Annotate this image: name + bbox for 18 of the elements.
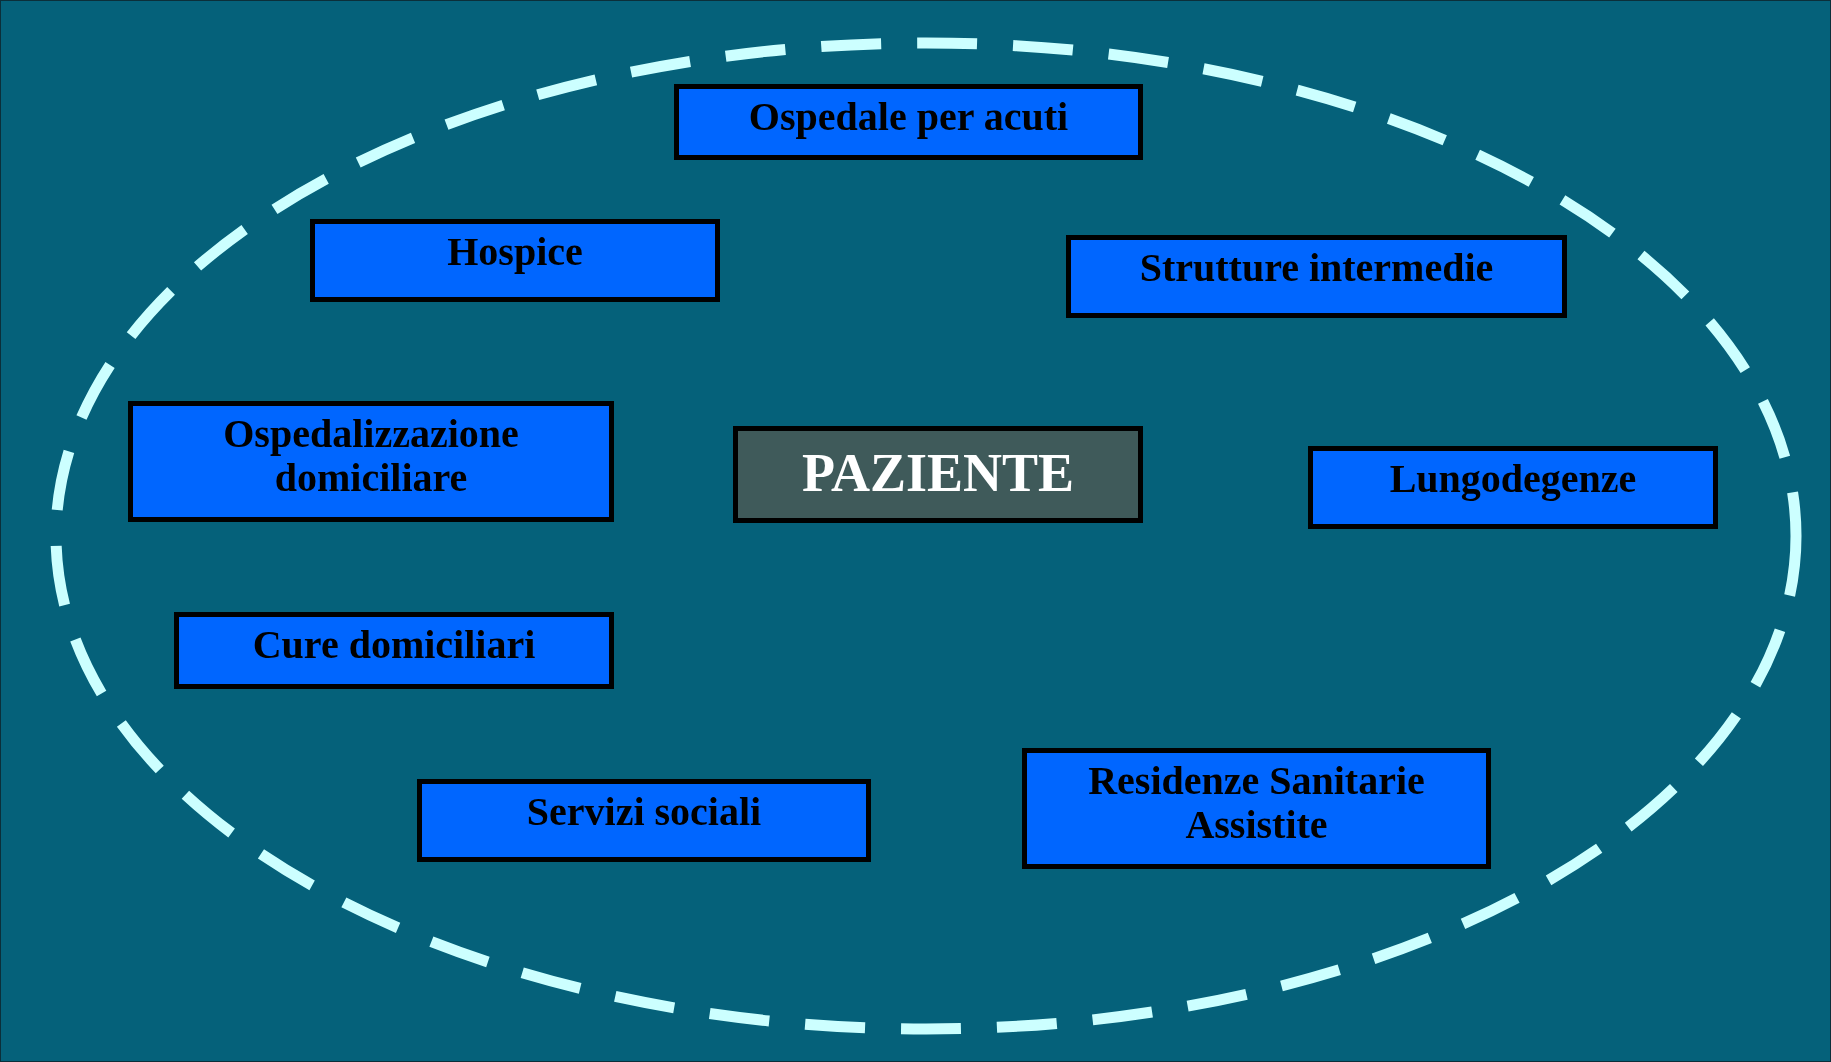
box-label: Ospedalizzazione domiciliare (222, 412, 520, 500)
box-label: Cure domiciliari (252, 623, 536, 667)
box-label: Hospice (447, 230, 583, 274)
service-box (674, 84, 1143, 160)
box-label: Ospedale per acuti (748, 95, 1069, 139)
service-box (174, 612, 614, 689)
box-label: Strutture intermedie (1139, 246, 1494, 290)
box-label: Residenze Sanitarie Assistite (1087, 759, 1426, 847)
box-label: Lungodegenze (1389, 457, 1637, 501)
service-box (128, 401, 614, 522)
service-box (417, 779, 871, 862)
service-box (310, 219, 720, 302)
box-label: PAZIENTE (801, 443, 1075, 503)
service-box (1308, 446, 1718, 529)
box-label: Servizi sociali (526, 790, 762, 834)
patient-box (733, 426, 1143, 523)
service-box (1066, 235, 1567, 318)
service-box (1022, 748, 1491, 869)
